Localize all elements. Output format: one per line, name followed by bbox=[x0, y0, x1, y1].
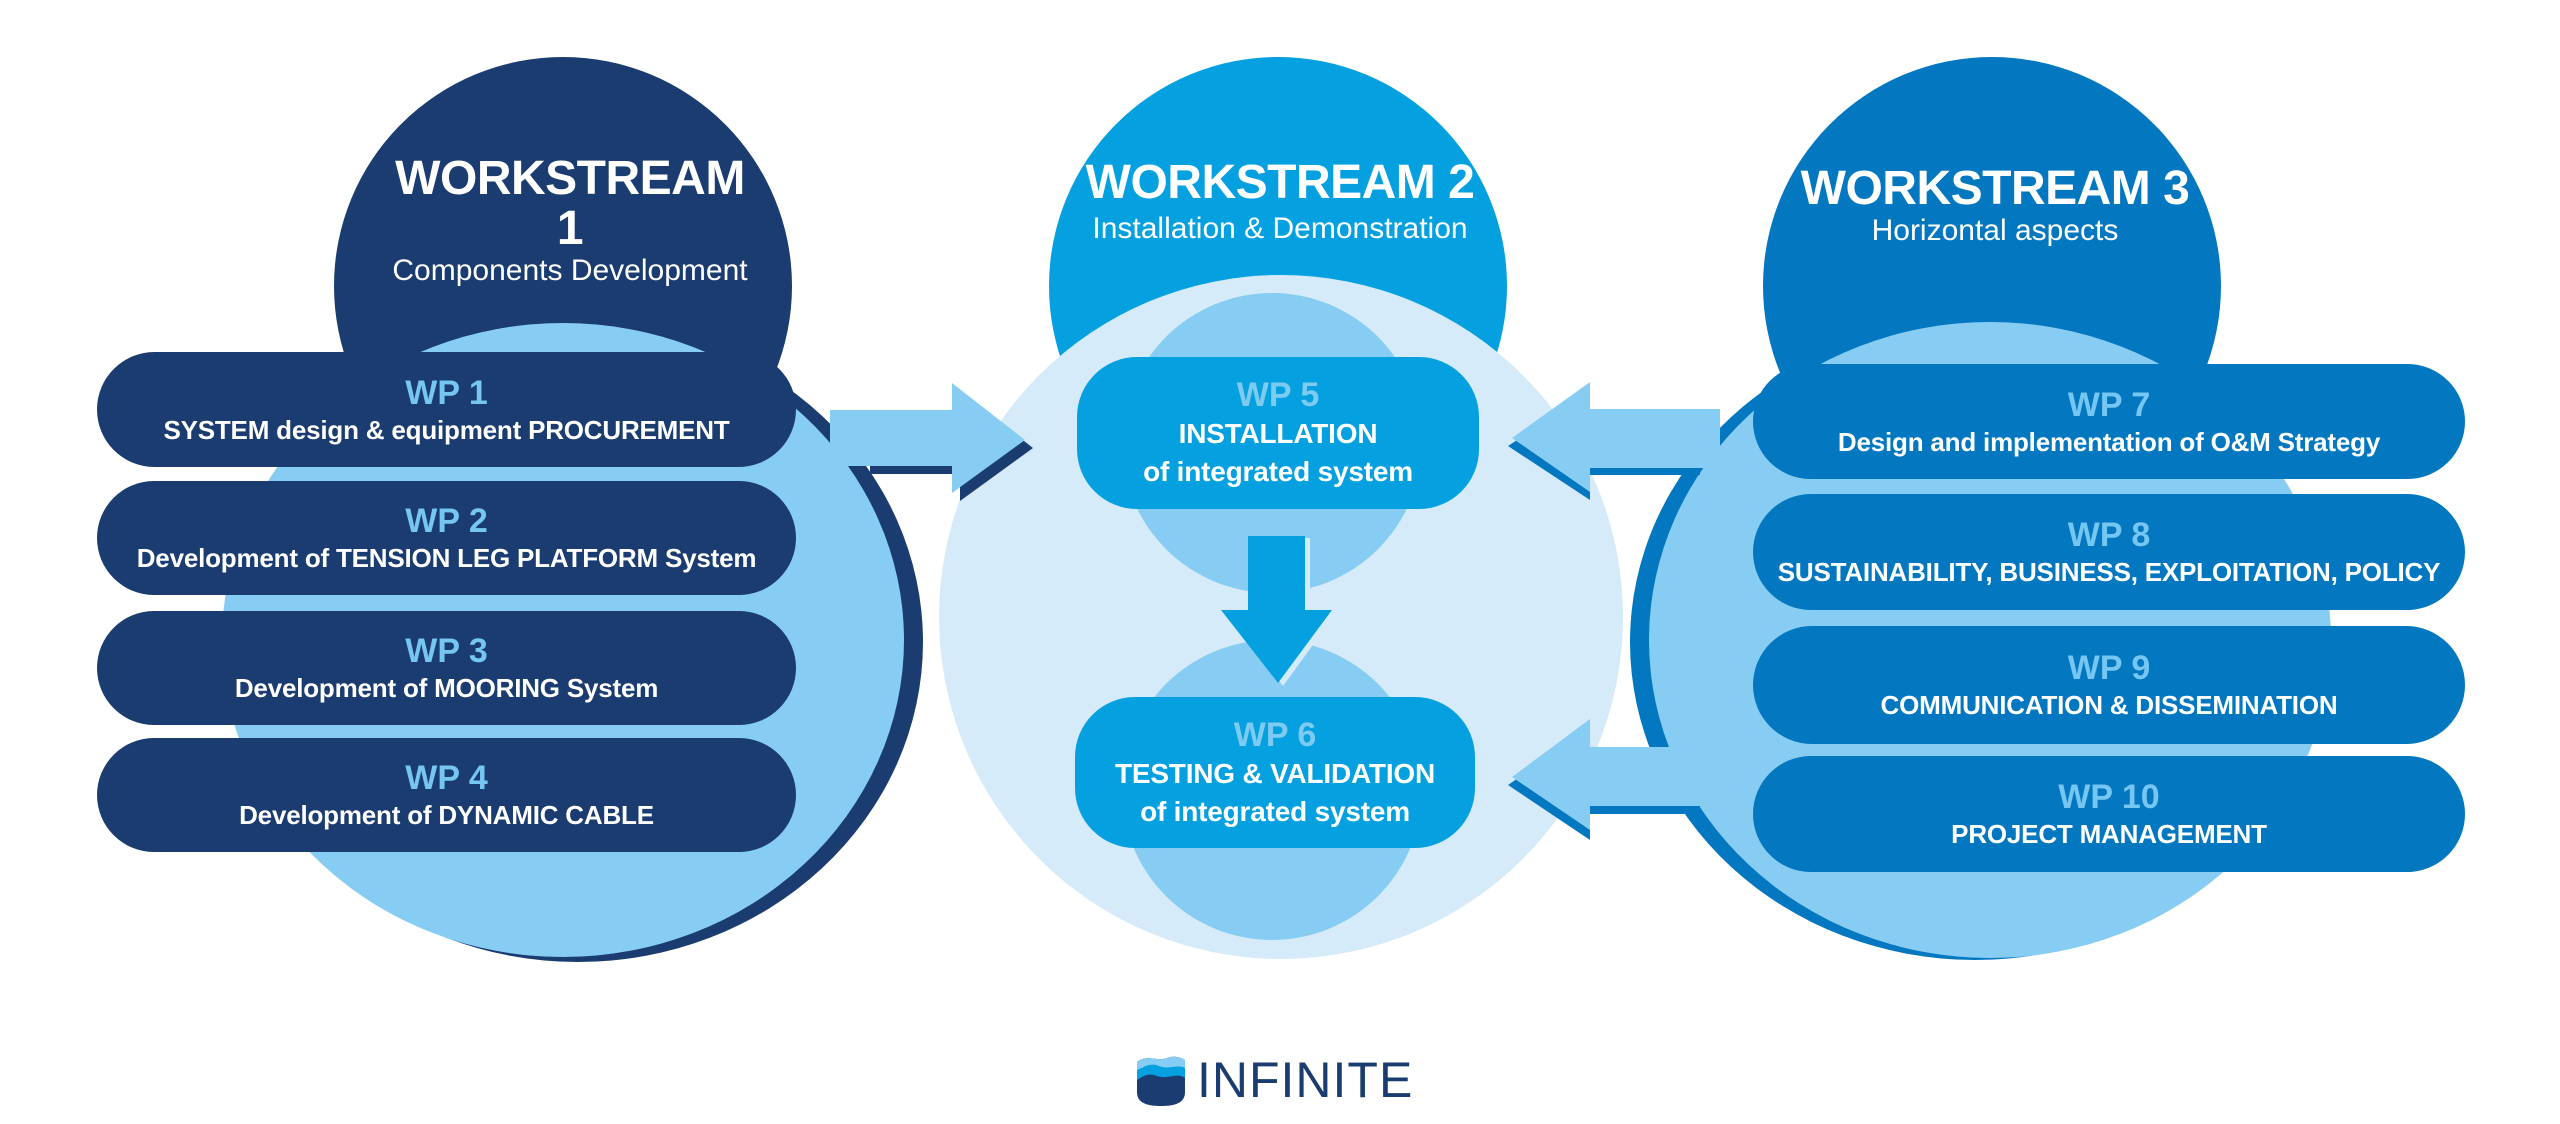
wp-card-wp8[interactable]: WP 8 SUSTAINABILITY, BUSINESS, EXPLOITAT… bbox=[1753, 494, 2465, 610]
arrow-ws1-to-wp5 bbox=[830, 383, 1033, 501]
wp-label: WP 6 bbox=[1233, 715, 1317, 754]
wp-card-wp6[interactable]: WP 6 TESTING & VALIDATION of integrated … bbox=[1075, 697, 1475, 848]
wp-title: COMMUNICATION & DISSEMINATION bbox=[1880, 690, 2338, 720]
wp-label: WP 3 bbox=[405, 632, 488, 670]
wp-title: Development of TENSION LEG PLATFORM Syst… bbox=[136, 543, 757, 573]
wp-label: WP 8 bbox=[2067, 516, 2151, 554]
wp-card-wp3[interactable]: WP 3 Development of MOORING System bbox=[97, 611, 796, 725]
infinite-logo: INFINITE bbox=[1133, 1050, 1413, 1110]
wp-card-wp2[interactable]: WP 2 Development of TENSION LEG PLATFORM… bbox=[97, 481, 796, 595]
ws2-subtitle: Installation & Demonstration bbox=[1092, 212, 1468, 245]
arrow-down-icon bbox=[1221, 536, 1332, 683]
wp-title: Development of DYNAMIC CABLE bbox=[239, 800, 654, 830]
wp-label: WP 9 bbox=[2067, 649, 2151, 687]
wp-title: Development of MOORING System bbox=[234, 673, 659, 703]
wp-card-wp1[interactable]: WP 1 SYSTEM design & equipment PROCUREME… bbox=[97, 352, 796, 467]
ws1-subtitle: Components Development bbox=[392, 254, 748, 287]
ws2-title: WORKSTREAM 2 bbox=[1085, 156, 1475, 209]
arrow-left-icon bbox=[1512, 382, 1720, 492]
wp-title: SUSTAINABILITY, BUSINESS, EXPLOITATION, … bbox=[1777, 557, 2441, 587]
wp-title-line2: of integrated system bbox=[1143, 456, 1413, 487]
ws3-title: WORKSTREAM 3 bbox=[1800, 162, 2190, 215]
wp-card-wp5[interactable]: WP 5 INSTALLATION of integrated system bbox=[1077, 357, 1479, 509]
wp-card-wp4[interactable]: WP 4 Development of DYNAMIC CABLE bbox=[97, 738, 796, 852]
ws3-subtitle: Horizontal aspects bbox=[1871, 214, 2119, 247]
arrow-ws3-to-wp5 bbox=[1508, 382, 1720, 500]
arrow-wp5-to-wp6 bbox=[1221, 536, 1337, 686]
wp-label: WP 5 bbox=[1236, 376, 1320, 414]
wp-card-wp10[interactable]: WP 10 PROJECT MANAGEMENT bbox=[1753, 756, 2465, 872]
arrow-left-icon bbox=[1512, 719, 1720, 830]
arrow-ws3-to-wp6 bbox=[1508, 719, 1720, 840]
wp-title: Design and implementation of O&M Strateg… bbox=[1837, 426, 2381, 457]
ws1-header: WORKSTREAM 1 Components Development bbox=[380, 154, 760, 288]
wp-label: WP 1 bbox=[405, 373, 488, 412]
wp-title-line2: of integrated system bbox=[1140, 795, 1410, 827]
wp-title-line1: INSTALLATION bbox=[1178, 418, 1378, 449]
wp-title: SYSTEM design & equipment PROCUREMENT bbox=[163, 414, 730, 445]
wp-label: WP 10 bbox=[2058, 778, 2160, 816]
arrow-right-icon bbox=[830, 383, 1025, 493]
ws2-header: WORKSTREAM 2 Installation & Demonstratio… bbox=[1080, 158, 1480, 246]
wp-title-line1: TESTING & VALIDATION bbox=[1114, 757, 1436, 789]
wp-title: PROJECT MANAGEMENT bbox=[1951, 819, 2267, 849]
ws1-title: WORKSTREAM 1 bbox=[395, 152, 745, 255]
wp-label: WP 2 bbox=[405, 502, 488, 540]
wp-label: WP 4 bbox=[405, 759, 488, 797]
wp-card-wp9[interactable]: WP 9 COMMUNICATION & DISSEMINATION bbox=[1753, 626, 2465, 744]
logo-text: INFINITE bbox=[1197, 1052, 1414, 1108]
wp-label: WP 7 bbox=[2067, 385, 2151, 424]
wp-card-wp7[interactable]: WP 7 Design and implementation of O&M St… bbox=[1753, 364, 2465, 479]
ws3-header: WORKSTREAM 3 Horizontal aspects bbox=[1800, 164, 2190, 248]
wave-shield-icon bbox=[1137, 1056, 1185, 1106]
